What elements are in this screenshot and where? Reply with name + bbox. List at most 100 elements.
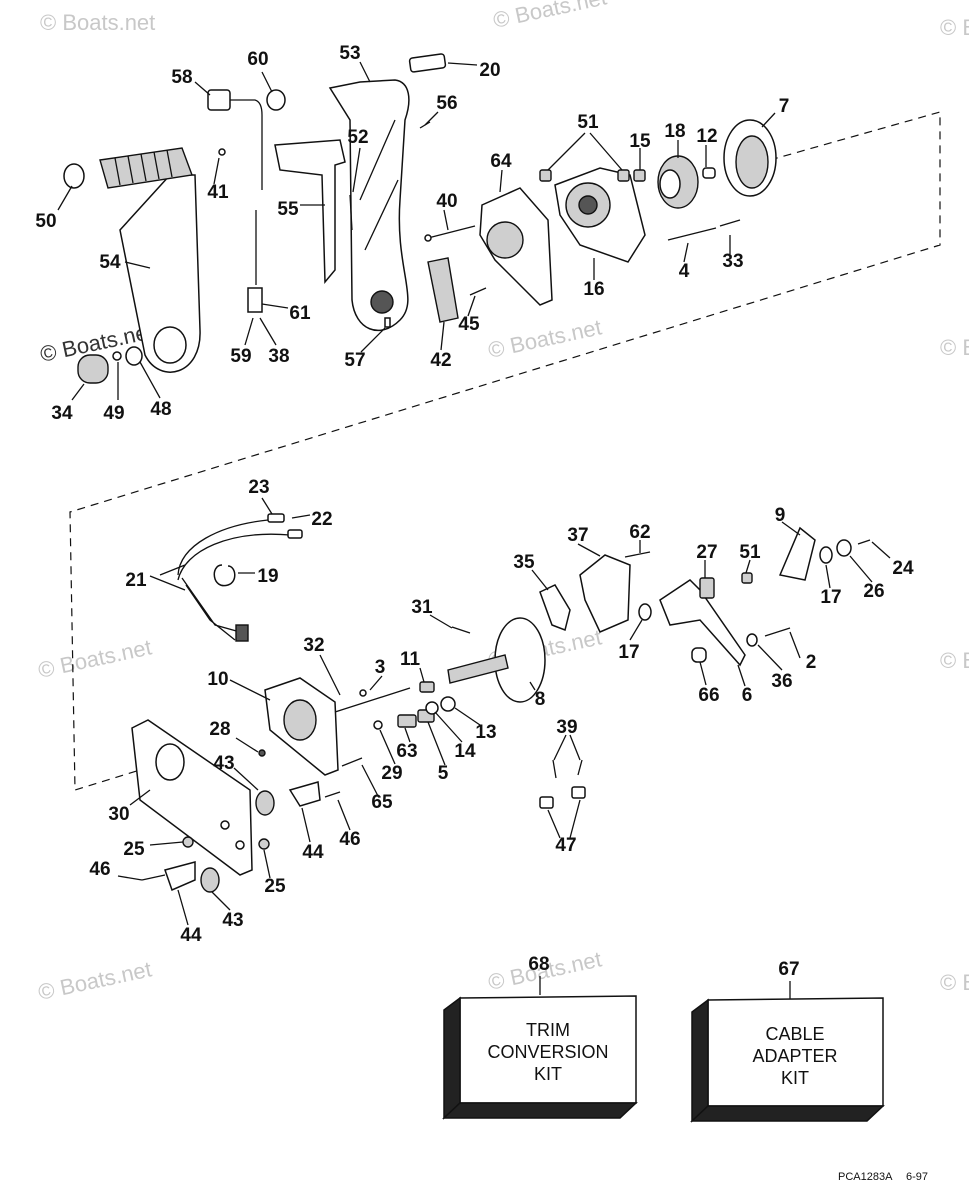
watermark-9: © Boats.net — [940, 648, 969, 673]
part-lever-plate — [659, 579, 746, 667]
part-plug — [235, 624, 249, 642]
callout-c38: 38 — [268, 346, 289, 367]
part-block — [699, 577, 715, 599]
callout-c60: 60 — [247, 49, 268, 70]
callout-c2: 2 — [806, 652, 817, 673]
kit-cable-line3: KIT — [781, 1068, 809, 1088]
kit-number-67: 67 — [778, 959, 799, 980]
part-nut-25a — [182, 836, 194, 848]
callout-c53: 53 — [339, 43, 360, 64]
part-bracket-37 — [579, 554, 631, 633]
part-spring-63 — [397, 714, 417, 728]
part-knob — [77, 354, 109, 384]
callout-c25a: 25 — [123, 839, 145, 860]
callout-c51b: 51 — [739, 542, 761, 563]
part-lever — [274, 139, 346, 285]
callout-c30: 30 — [108, 804, 129, 825]
part-terminal — [267, 513, 285, 523]
callout-c41: 41 — [207, 182, 229, 203]
upper-assembly — [63, 53, 777, 384]
kit-cable-adapter: 67 CABLE ADAPTER KIT — [690, 959, 885, 1123]
part-lever-44b — [164, 861, 196, 892]
part-link — [778, 526, 816, 581]
callout-c66: 66 — [698, 685, 719, 706]
callout-c52: 52 — [347, 127, 368, 148]
callout-c31: 31 — [411, 597, 433, 618]
part-control-handle — [119, 174, 201, 373]
part-ball-13 — [440, 696, 456, 712]
callout-c48: 48 — [150, 399, 171, 420]
part-bushing-43a — [255, 790, 275, 816]
callout-c12: 12 — [696, 126, 717, 147]
callout-c24: 24 — [892, 558, 914, 579]
part-clamp — [213, 564, 236, 587]
callout-c43a: 43 — [213, 753, 234, 774]
callout-c43b: 43 — [222, 910, 243, 931]
part-nut-51a — [539, 169, 552, 182]
footer-date: 6-97 — [906, 1171, 928, 1183]
callout-c18: 18 — [664, 121, 685, 142]
part-washer-17a — [819, 546, 833, 564]
part-nut-25b — [258, 838, 270, 850]
callout-c62: 62 — [629, 522, 650, 543]
callout-c50: 50 — [35, 211, 56, 232]
callout-c34: 34 — [51, 403, 73, 424]
kit-trim-line1: TRIM — [526, 1020, 570, 1040]
part-lever-44a — [288, 781, 321, 807]
callout-c26: 26 — [863, 581, 884, 602]
callout-c47: 47 — [555, 835, 576, 856]
callout-c63: 63 — [396, 741, 417, 762]
watermark-6: © Boats.net — [940, 335, 969, 360]
callout-c40: 40 — [436, 191, 457, 212]
kit-trim-line2: CONVERSION — [487, 1042, 608, 1062]
callout-c11: 11 — [400, 649, 421, 670]
callout-c46a: 46 — [339, 829, 360, 850]
part-66 — [691, 647, 707, 663]
callout-c8: 8 — [535, 689, 546, 710]
callout-c54: 54 — [99, 252, 121, 273]
part-nut-15 — [633, 169, 646, 182]
part-clip — [266, 89, 286, 111]
kit-number-68: 68 — [528, 954, 549, 975]
callout-c3: 3 — [375, 657, 386, 678]
callout-c32: 32 — [303, 635, 324, 656]
part-spring-11 — [419, 681, 435, 693]
kit-trim-line3: KIT — [534, 1064, 562, 1084]
watermark-12: © Boats.net — [940, 970, 969, 995]
callout-c36: 36 — [771, 671, 792, 692]
part-14 — [425, 701, 439, 715]
callout-c14: 14 — [454, 741, 476, 762]
part-switch — [207, 89, 231, 111]
callout-c23: 23 — [248, 477, 269, 498]
callout-c22: 22 — [311, 509, 332, 530]
callout-c57: 57 — [344, 350, 365, 371]
part-nut-51c — [741, 572, 753, 584]
part-washer-small — [112, 351, 122, 361]
kit-trim-conversion: 68 TRIM CONVERSION KIT — [442, 954, 638, 1120]
part-cap — [63, 163, 85, 189]
part-bolt-47b — [571, 786, 586, 799]
callout-c4: 4 — [679, 261, 690, 282]
part-lever-housing — [328, 79, 410, 331]
callout-c5: 5 — [438, 763, 449, 784]
callout-c9: 9 — [775, 505, 786, 526]
part-nut-51b — [617, 169, 630, 182]
callout-c28: 28 — [209, 719, 230, 740]
part-washer-36 — [746, 633, 758, 647]
part-housing-hub — [370, 290, 394, 314]
callout-c10: 10 — [207, 669, 228, 690]
callout-c37: 37 — [567, 525, 588, 546]
part-bracket — [427, 257, 459, 323]
callout-c45: 45 — [458, 314, 480, 335]
callout-c29: 29 — [381, 763, 402, 784]
callout-c16: 16 — [583, 279, 604, 300]
footer-code: PCA1283A — [838, 1171, 893, 1183]
callout-c7: 7 — [779, 96, 790, 117]
callout-c42: 42 — [430, 350, 451, 371]
callout-c61: 61 — [289, 303, 311, 324]
callout-c49: 49 — [103, 403, 124, 424]
lower-assembly — [131, 513, 871, 893]
callout-c58: 58 — [171, 67, 192, 88]
callout-c13: 13 — [475, 722, 496, 743]
